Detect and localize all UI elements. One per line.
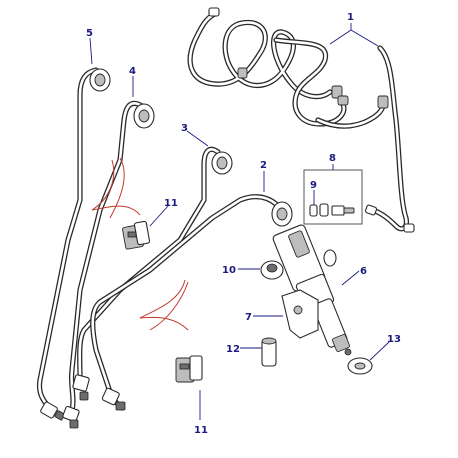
callout-5: 5	[86, 28, 93, 39]
leak-off-pipe-assembly	[187, 7, 415, 233]
callout-labels: 1 2 3 4 5 6 7 8 9 10 11 11 12 13	[86, 12, 401, 436]
banjo-union	[331, 85, 343, 99]
hose-end-fitting	[403, 223, 415, 233]
clamp-nut	[260, 260, 284, 280]
hose-connector	[337, 95, 349, 106]
injector-clamp-plate	[281, 289, 319, 339]
hose-end-fitting	[364, 204, 378, 216]
banjo-union	[377, 95, 389, 109]
pipe-end-nut	[62, 405, 80, 429]
pipe-union-nut	[89, 68, 111, 92]
banjo-bolt-shank	[343, 207, 355, 214]
injector-pipe-4	[62, 100, 155, 429]
fuel-injector	[272, 224, 352, 356]
pipe-union-nut	[271, 201, 293, 227]
banjo-bolt-head	[331, 205, 345, 216]
callout-8: 8	[329, 153, 336, 164]
callout-12: 12	[226, 344, 240, 355]
hose-end-fitting	[208, 7, 220, 17]
banjo-bolt-washer-detail	[303, 169, 363, 225]
pipe-union-nut	[211, 151, 233, 175]
injector-pipe-3	[72, 146, 233, 401]
pipe-end-nut	[72, 374, 90, 401]
pipe-clamp-lower	[139, 279, 203, 383]
callout-4: 4	[129, 66, 136, 77]
callout-3: 3	[181, 123, 188, 134]
spacer-sleeve	[261, 337, 277, 367]
pipe-end-nut	[101, 387, 126, 411]
callout-leaders	[89, 23, 390, 420]
pipe-end-nut	[40, 401, 65, 421]
callout-1: 1	[347, 12, 354, 23]
callout-6: 6	[360, 266, 367, 277]
callout-10: 10	[222, 265, 236, 276]
injector-pipe-2	[90, 194, 293, 411]
injector-sealing-washer	[347, 357, 373, 375]
injector-pipe-5	[36, 67, 111, 421]
sealing-washer-large	[319, 203, 329, 217]
callout-11-lower: 11	[194, 425, 208, 436]
hose-connector	[237, 67, 248, 79]
pipe-union-nut	[133, 103, 155, 129]
pipe-clamp-upper	[91, 157, 151, 250]
callout-9: 9	[310, 180, 317, 191]
callout-7: 7	[245, 312, 252, 323]
callout-2: 2	[260, 160, 267, 171]
callout-13: 13	[387, 334, 401, 345]
callout-11-upper: 11	[164, 198, 178, 209]
sealing-washer-small	[309, 204, 318, 217]
